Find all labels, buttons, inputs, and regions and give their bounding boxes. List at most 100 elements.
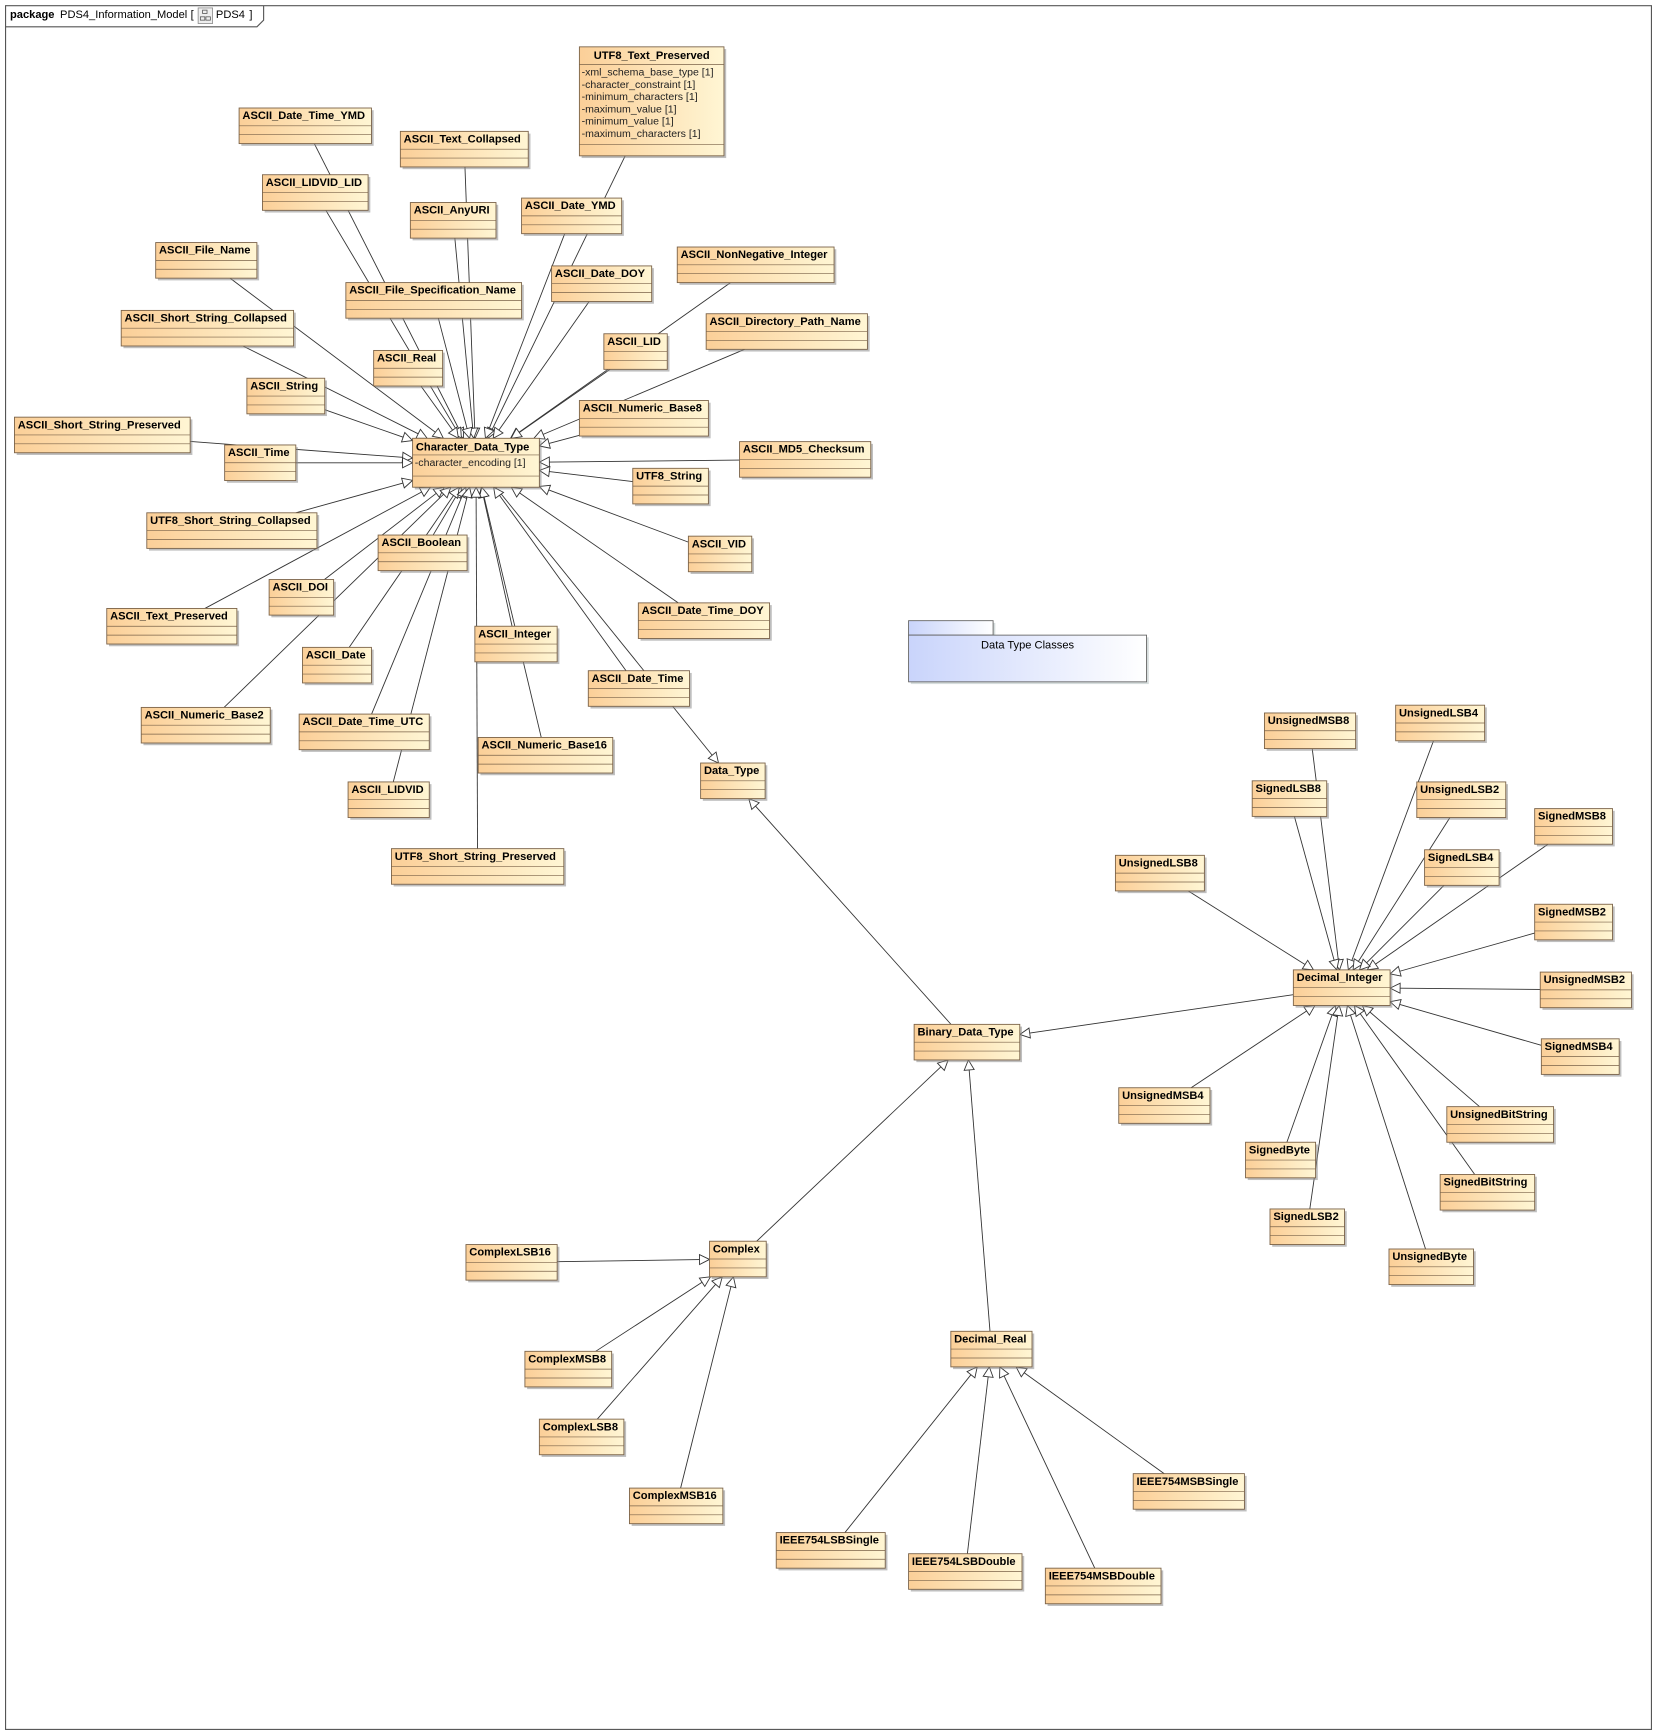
class-name: SignedMSB8 [1538,811,1606,823]
class-signedlsb2[interactable]: SignedLSB2 [1269,1208,1347,1247]
class-ascii-file-name[interactable]: ASCII_File_Name [155,242,260,281]
class-ascii-short-string-collapsed[interactable]: ASCII_Short_String_Collapsed [120,309,296,349]
class-ieee754msbdouble[interactable]: IEEE754MSBDouble [1044,1567,1164,1606]
class-signedbyte[interactable]: SignedByte [1245,1141,1318,1181]
class-ascii-anyuri[interactable]: ASCII_AnyURI [409,202,499,241]
class-signedlsb4[interactable]: SignedLSB4 [1424,849,1502,888]
class-unsignedmsb4[interactable]: UnsignedMSB4 [1118,1087,1213,1126]
hollow-triangle-arrow-icon [1358,958,1371,971]
class-ascii-date-time-utc[interactable]: ASCII_Date_Time_UTC [298,713,432,752]
hollow-triangle-arrow-icon [725,1275,737,1289]
class-ascii-text-preserved[interactable]: ASCII_Text_Preserved [106,607,240,647]
class-ascii-date-time-ymd[interactable]: ASCII_Date_Time_YMD [238,107,374,146]
generalization-edges [190,143,1549,1569]
class-signedlsb8[interactable]: SignedLSB8 [1251,780,1329,819]
generalization-ascii-md5-checksum [538,456,740,468]
class-ascii-short-string-preserved[interactable]: ASCII_Short_String_Preserved [14,416,193,455]
package-data-type-classes[interactable]: Data Type Classes [908,620,1149,685]
class-complex[interactable]: Complex [709,1240,769,1280]
class-signedbitstring[interactable]: SignedBitString [1439,1174,1537,1213]
class-signedmsb8[interactable]: SignedMSB8 [1534,808,1615,847]
class-ascii-boolean[interactable]: ASCII_Boolean [377,534,470,573]
class-ascii-date-ymd[interactable]: ASCII_Date_YMD [521,197,624,236]
class-unsignedmsb2[interactable]: UnsignedMSB2 [1539,971,1634,1010]
class-diagram-icon [197,7,213,24]
class-unsignedbitstring[interactable]: UnsignedBitString [1446,1106,1556,1145]
class-ascii-numeric-base16[interactable]: ASCII_Numeric_Base16 [477,736,615,776]
generalization-ascii-real [420,385,459,440]
class-ascii-date[interactable]: ASCII_Date [302,646,374,686]
class-ascii-lid[interactable]: ASCII_LID [603,333,670,372]
class-name: ASCII_Time [228,447,290,459]
class-ascii-integer[interactable]: ASCII_Integer [474,625,560,665]
generalization-signedmsb2 [1389,932,1535,977]
class-unsignedmsb8[interactable]: UnsignedMSB8 [1263,712,1358,751]
class-ascii-text-collapsed[interactable]: ASCII_Text_Collapsed [399,130,531,170]
generalization-utf8-string [538,465,633,483]
generalization-ascii-numeric-base16 [478,486,542,738]
class-name: ASCII_Date [306,649,366,661]
class-name: ASCII_Text_Collapsed [404,133,521,145]
class-signedmsb4[interactable]: SignedMSB4 [1540,1038,1622,1077]
class-complexmsb8[interactable]: ComplexMSB8 [524,1350,614,1390]
class-ieee754msbsingle[interactable]: IEEE754MSBSingle [1132,1473,1247,1512]
class-ascii-doi[interactable]: ASCII_DOI [268,579,336,618]
class-name: ASCII_AnyURI [414,205,490,217]
class-name: UnsignedLSB2 [1420,784,1499,796]
class-ascii-numeric-base2[interactable]: ASCII_Numeric_Base2 [140,706,273,746]
class-signedmsb2[interactable]: SignedMSB2 [1534,903,1615,943]
hollow-triangle-arrow-icon [1389,999,1402,1011]
class-ascii-file-specification-name[interactable]: ASCII_File_Specification_Name [345,282,524,321]
class-ascii-md5-checksum[interactable]: ASCII_MD5_Checksum [739,441,873,480]
class-name: ASCII_Date_Time_DOY [642,605,765,617]
class-name: ASCII_MD5_Checksum [743,444,865,456]
class-decimal-real[interactable]: Decimal_Real [950,1330,1035,1370]
class-unsignedlsb2[interactable]: UnsignedLSB2 [1416,781,1508,820]
generalization-unsignedbyte [1345,1004,1426,1250]
class-binary-data-type[interactable]: Binary_Data_Type [913,1023,1023,1063]
class-utf8-text-preserved[interactable]: UTF8_Text_Preserved-xml_schema_base_type… [578,46,727,159]
class-character-data-type[interactable]: Character_Data_Type-character_encoding [… [412,437,542,490]
class-ascii-date-time-doy[interactable]: ASCII_Date_Time_DOY [637,602,772,641]
class-ascii-string[interactable]: ASCII_String [246,377,327,417]
class-utf8-string[interactable]: UTF8_String [632,467,711,507]
hollow-triangle-arrow-icon [1018,1027,1031,1039]
class-unsignedlsb8[interactable]: UnsignedLSB8 [1114,854,1207,894]
class-name: IEEE754MSBDouble [1049,1570,1155,1582]
class-name: ASCII_Date_Time_YMD [242,110,365,122]
class-unsignedlsb4[interactable]: UnsignedLSB4 [1395,704,1487,744]
class-complexmsb16[interactable]: ComplexMSB16 [628,1487,726,1526]
class-ascii-numeric-base8[interactable]: ASCII_Numeric_Base8 [578,400,711,439]
class-name: UnsignedMSB4 [1122,1090,1204,1102]
class-name: SignedMSB4 [1545,1041,1614,1053]
class-ascii-nonnegative-integer[interactable]: ASCII_NonNegative_Integer [676,246,837,285]
class-name: ComplexMSB8 [528,1353,606,1365]
class-complexlsb16[interactable]: ComplexLSB16 [465,1244,560,1283]
class-ascii-directory-path-name[interactable]: ASCII_Directory_Path_Name [705,313,870,352]
class-name: ASCII_LID [607,336,661,348]
class-complexlsb8[interactable]: ComplexLSB8 [538,1418,627,1457]
class-ascii-lidvid[interactable]: ASCII_LIDVID [347,781,432,820]
class-ascii-vid[interactable]: ASCII_VID [687,535,754,574]
class-name: IEEE754MSBSingle [1137,1476,1239,1488]
class-data-type[interactable]: Data_Type [700,762,768,801]
generalization-unsignedlsb2 [1352,817,1451,971]
class-attribute: -maximum_value [1] [582,103,677,115]
class-utf8-short-string-preserved[interactable]: UTF8_Short_String_Preserved [391,848,567,887]
hollow-triangle-arrow-icon [538,437,551,449]
class-ascii-time[interactable]: ASCII_Time [224,444,299,483]
class-ascii-real[interactable]: ASCII_Real [373,349,445,389]
generalization-utf8-short-string-collapsed [295,477,414,514]
class-utf8-short-string-collapsed[interactable]: UTF8_Short_String_Collapsed [146,512,320,551]
class-ascii-lidvid-lid[interactable]: ASCII_LIDVID_LID [262,174,371,213]
class-ieee754lsbdouble[interactable]: IEEE754LSBDouble [908,1553,1025,1592]
class-unsignedbyte[interactable]: UnsignedByte [1388,1248,1476,1287]
class-ieee754lsbsingle[interactable]: IEEE754LSBSingle [775,1532,888,1571]
class-ascii-date-doy[interactable]: ASCII_Date_DOY [551,265,654,304]
hollow-triangle-arrow-icon [1352,957,1364,971]
generalization-signedlsb4 [1358,885,1445,971]
class-decimal-integer[interactable]: Decimal_Integer [1292,969,1393,1008]
class-ascii-date-time[interactable]: ASCII_Date_Time [587,670,692,709]
hollow-triangle-arrow-icon [478,486,490,499]
class-name: ComplexLSB8 [543,1421,618,1433]
